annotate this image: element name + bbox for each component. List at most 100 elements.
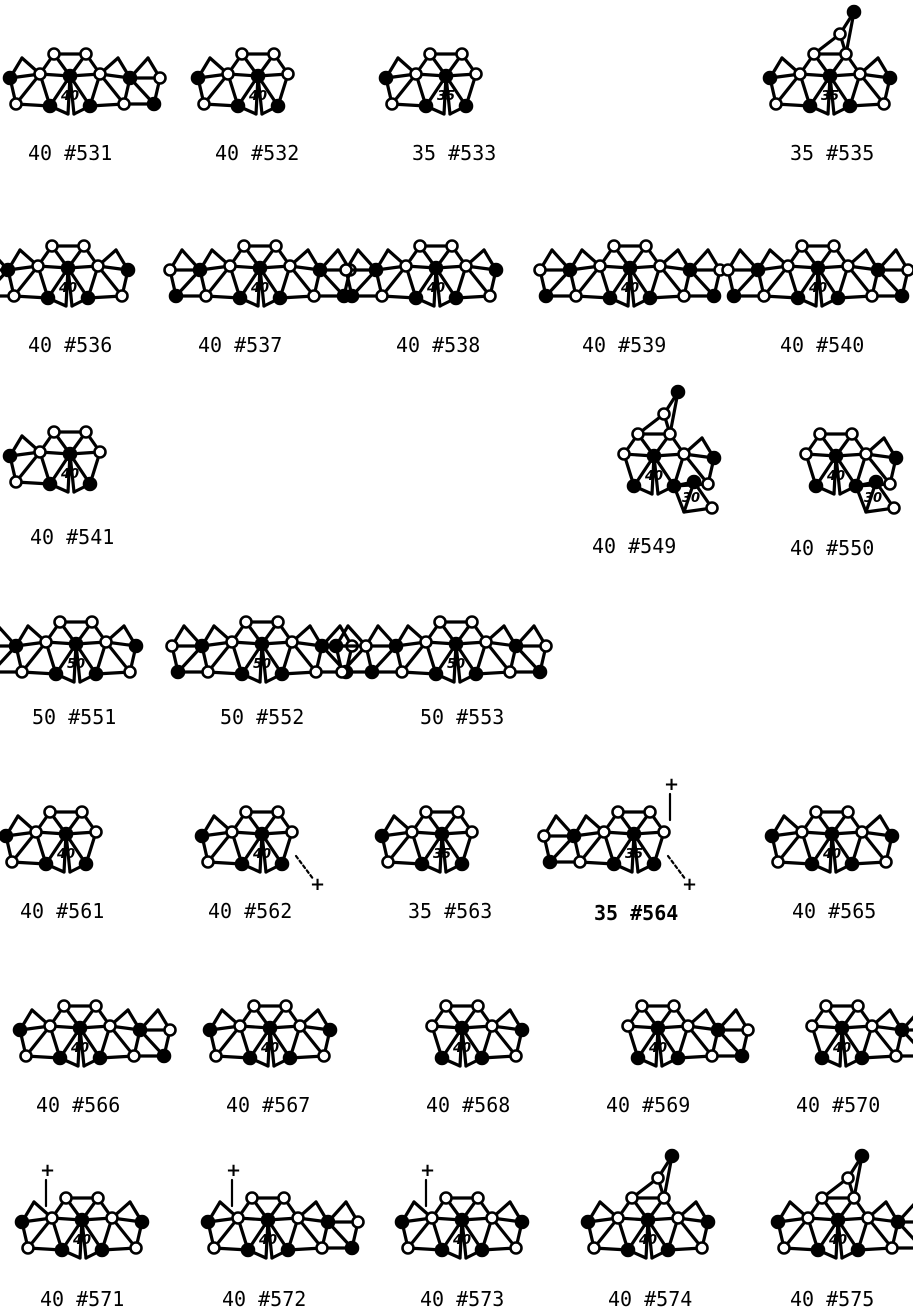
graph-figure: 40 [4,49,166,115]
open-vertex [285,261,296,272]
filled-vertex [64,70,76,82]
open-vertex [811,807,822,818]
open-vertex [703,479,714,490]
filled-vertex [628,480,640,492]
filled-vertex [62,262,74,274]
face-label: 40 [452,1041,471,1056]
figure-caption: 40 #540 [780,333,864,357]
open-vertex [801,449,812,460]
open-vertex [841,49,852,60]
figure-caption: 40 #571 [40,1287,124,1311]
filled-vertex [608,858,620,870]
open-vertex [623,1021,634,1032]
filled-vertex [848,6,860,18]
face-label: 40 [258,1233,277,1248]
figure-caption: 35 #564 [594,901,678,925]
open-vertex [835,29,846,40]
open-vertex [457,49,468,60]
filled-vertex [648,858,660,870]
filled-vertex [130,640,142,652]
open-vertex [485,291,496,302]
filled-vertex [490,264,502,276]
filled-vertex [804,100,816,112]
open-vertex [653,1173,664,1184]
open-vertex [47,241,58,252]
open-vertex [803,1213,814,1224]
filled-vertex [440,70,452,82]
open-vertex [655,261,666,272]
open-vertex [353,1217,364,1228]
open-vertex [881,857,892,868]
graph-figure: 40 [204,1001,336,1067]
face-label: 35 [821,89,839,104]
open-vertex [425,49,436,60]
open-vertex [61,1193,72,1204]
graph-figure: 40 [535,241,726,307]
filled-vertex [322,1216,334,1228]
open-vertex [861,449,872,460]
figure-caption: 40 #537 [198,333,282,357]
open-vertex [225,261,236,272]
open-vertex [461,261,472,272]
open-vertex [673,1213,684,1224]
filled-vertex [192,72,204,84]
open-vertex [665,429,676,440]
filled-vertex [0,830,12,842]
open-vertex [7,857,18,868]
face-label: 40 [828,1233,847,1248]
open-vertex [641,241,652,252]
figure-caption: 40 #549 [592,534,676,558]
filled-vertex [836,1022,848,1034]
filled-vertex [436,1244,448,1256]
open-vertex [77,807,88,818]
open-vertex [411,69,422,80]
open-vertex [165,1025,176,1036]
open-vertex [317,1243,328,1254]
open-vertex [589,1243,600,1254]
filled-vertex [390,640,402,652]
figure-caption: 50 #551 [32,705,116,729]
open-vertex [535,265,546,276]
filled-vertex [628,828,640,840]
open-vertex [441,1001,452,1012]
filled-vertex [884,72,896,84]
filled-vertex [204,1024,216,1036]
open-vertex [11,477,22,488]
open-vertex [283,69,294,80]
filled-vertex [64,448,76,460]
filled-vertex [252,70,264,82]
open-vertex [41,637,52,648]
figure-caption: 40 #536 [28,333,112,357]
filled-vertex [236,858,248,870]
open-vertex [855,69,866,80]
filled-vertex [196,830,208,842]
open-vertex [101,637,112,648]
filled-vertex [282,1244,294,1256]
open-vertex [659,827,670,838]
open-vertex [309,291,320,302]
figure-caption: 40 #538 [396,333,480,357]
filled-vertex [568,830,580,842]
plus-marker: + [310,874,325,895]
open-vertex [627,1193,638,1204]
face-label: 35 [437,89,455,104]
filled-vertex [582,1216,594,1228]
figure-caption: 40 #573 [420,1287,504,1311]
open-vertex [377,291,388,302]
graph-figure: 40 [4,427,106,493]
filled-vertex [712,1024,724,1036]
graph-figure: 50 [167,617,358,683]
face-label: 40 [250,281,269,296]
filled-vertex [856,1052,868,1064]
filled-vertex [80,858,92,870]
filled-vertex [890,452,902,464]
filled-vertex [662,1244,674,1256]
filled-vertex [816,1052,828,1064]
filled-vertex [632,1052,644,1064]
filled-vertex [896,290,908,302]
open-vertex [849,1193,860,1204]
open-vertex [49,49,60,60]
face-label: 40 [826,469,845,484]
figure-caption: 40 #550 [790,536,874,560]
